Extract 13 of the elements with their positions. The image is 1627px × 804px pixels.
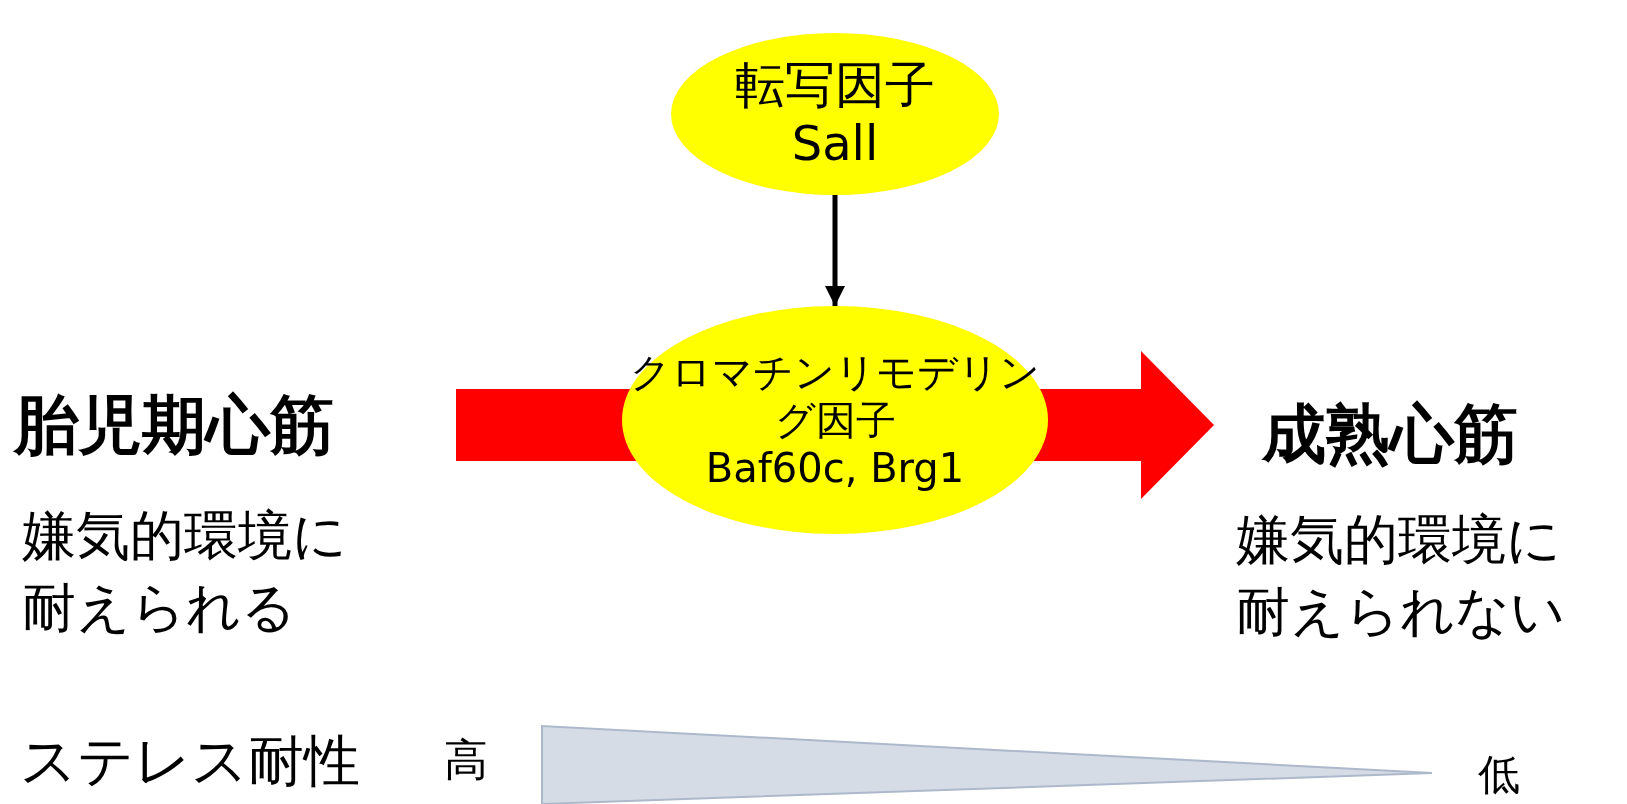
factor-label: クロマチンリモデリング因子 bbox=[629, 348, 1041, 444]
stage-heading: 成熟心筋 bbox=[1262, 402, 1518, 466]
scale-label: 高 bbox=[444, 736, 488, 785]
description-text: 嫌気的環境に耐えられない bbox=[1236, 507, 1566, 645]
axis-title: ステレス耐性 bbox=[20, 730, 360, 792]
block-arrow bbox=[456, 351, 1214, 499]
factor-label: 転写因子 bbox=[735, 55, 935, 116]
stage-heading: 胎児期心筋 bbox=[14, 393, 334, 457]
arrow bbox=[825, 195, 845, 306]
gene-name: Sall bbox=[791, 115, 879, 173]
scale-label: 低 bbox=[1478, 752, 1520, 799]
description-text: 嫌気的環境に耐えられる bbox=[22, 503, 348, 641]
gene-name: Baf60c, Brg1 bbox=[705, 444, 965, 492]
